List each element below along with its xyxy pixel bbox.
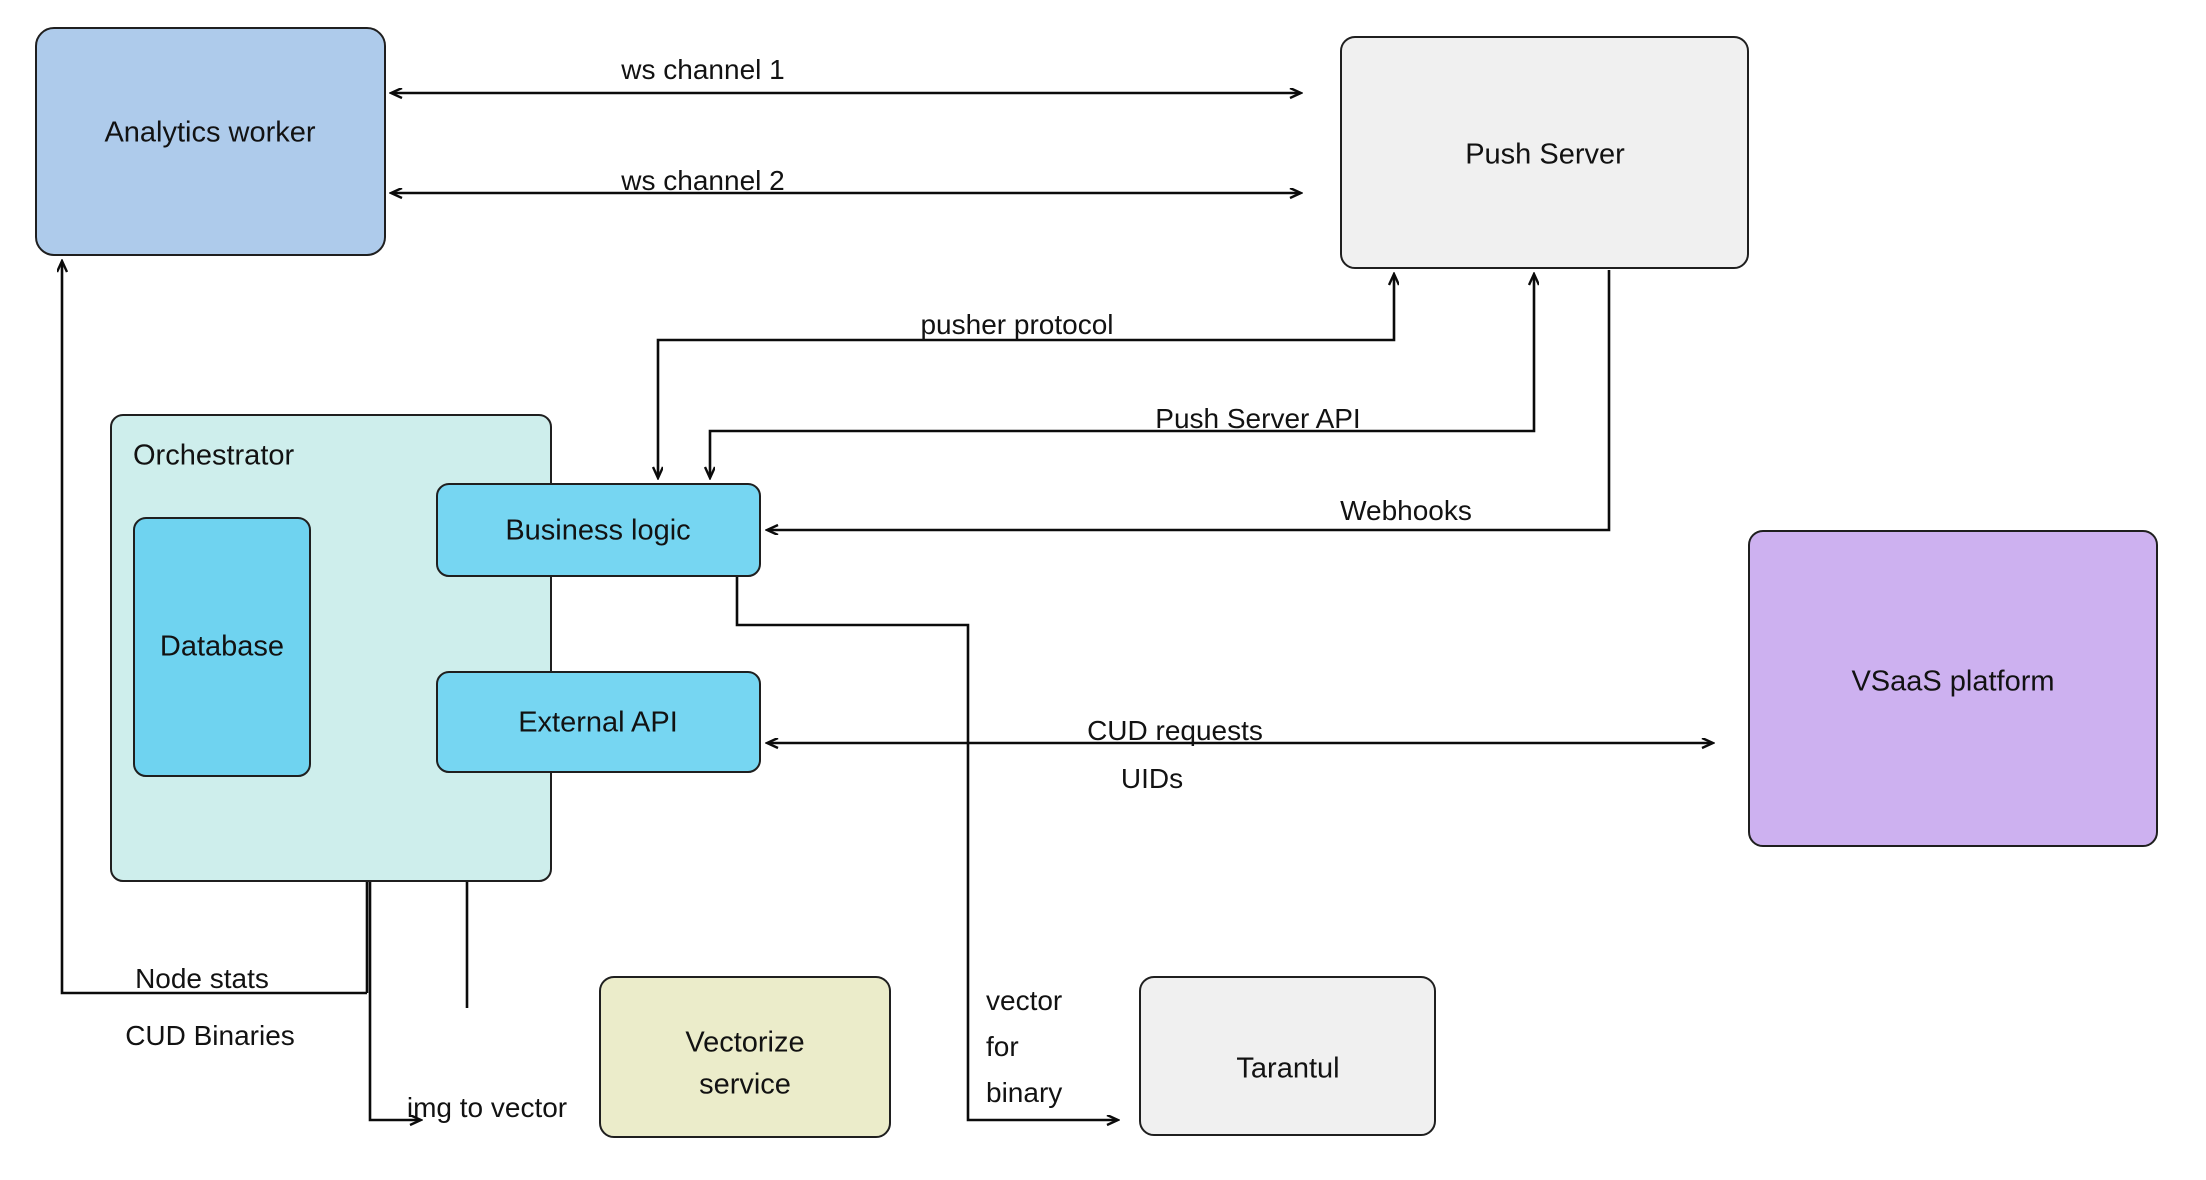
edge-label-cud-binaries: CUD Binaries [125,1020,295,1051]
edge-push-server-api [710,275,1534,477]
orchestrator-label: Orchestrator [133,440,294,472]
push-server-label: Push Server [1465,139,1625,171]
edge-label-img-to-vector: img to vector [407,1092,567,1123]
business-logic-label: Business logic [505,515,690,547]
edge-label-webhooks: Webhooks [1340,495,1472,526]
vectorize-service-label-line2: service [699,1069,791,1101]
edge-label-cud-requests: CUD requests [1087,715,1263,746]
edge-label-ws-channel-1: ws channel 1 [620,54,784,85]
vectorize-service-node[interactable] [599,976,891,1138]
edge-label-vector-for-binary-line1: vector [986,985,1062,1016]
vsaas-platform-label: VSaaS platform [1851,666,2054,698]
edge-label-uids: UIDs [1121,763,1183,794]
edge-label-node-stats: Node stats [135,963,269,994]
vsaas-platform-node[interactable] [1748,530,2158,847]
edge-node-stats [62,262,367,995]
vectorize-service-label-line1: Vectorize [685,1027,804,1059]
edge-label-vector-for-binary-line2: for [986,1031,1019,1062]
database-label: Database [160,631,284,663]
analytics-worker-node[interactable] [35,27,386,256]
edge-webhooks [768,270,1611,530]
edge-label-push-server-api: Push Server API [1155,403,1360,434]
external-api-label: External API [518,707,678,739]
edge-label-vector-for-binary-line3: binary [986,1077,1062,1108]
edge-label-pusher-protocol: pusher protocol [920,309,1113,340]
external-api-node[interactable] [436,671,761,773]
edge-pusher-protocol [658,275,1394,477]
push-server-node[interactable] [1340,36,1749,269]
edge-img-to-vector [368,776,420,1120]
database-node[interactable] [133,517,311,777]
analytics-worker-label: Analytics worker [104,117,315,149]
business-logic-node[interactable] [436,483,761,577]
edge-vector-for-binary [735,576,1117,1120]
edge-label-ws-channel-2: ws channel 2 [620,165,784,196]
tarantul-node[interactable] [1139,976,1436,1136]
tarantul-label: Tarantul [1236,1053,1339,1085]
